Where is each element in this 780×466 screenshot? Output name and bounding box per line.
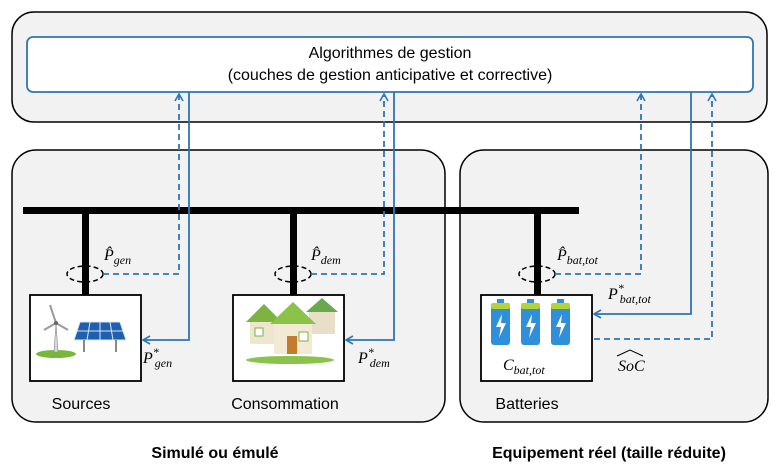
bus-link-sources [82, 214, 89, 295]
label-c-bat: Cbat,tot [503, 357, 545, 377]
algorithms-subtitle: (couches de gestion anticipative et corr… [228, 67, 553, 84]
solar-panel-icon [73, 321, 127, 352]
batteries-label: Batteries [495, 396, 558, 413]
label-p-dem-star: P*dem [357, 345, 390, 370]
bus-link-consommation [290, 214, 297, 295]
battery-icon [491, 299, 570, 345]
real-equipment-caption: Equipement réel (taille réduite) [492, 445, 726, 462]
label-p-dem-hat: P̂dem [310, 245, 341, 267]
wind-turbine-icon [36, 304, 76, 358]
label-p-gen-hat: P̂gen [103, 245, 131, 267]
sources-label: Sources [52, 396, 111, 413]
algorithms-title: Algorithmes de gestion [309, 45, 472, 62]
measurement-arrow-gen [103, 92, 184, 275]
label-p-bat-star: P*bat,tot [607, 281, 651, 306]
houses-icon [246, 298, 338, 364]
setpoint-arrow-bat [592, 92, 692, 319]
consommation-label: Consommation [231, 396, 339, 413]
simulated-caption: Simulé ou émulé [151, 445, 278, 462]
label-p-bat-hat: P̂bat,tot [556, 245, 598, 267]
label-p-gen-star: P*gen [142, 345, 172, 370]
measurement-arrow-bat [555, 92, 646, 275]
setpoint-arrow-gen [141, 92, 190, 345]
algorithms-box [26, 36, 754, 93]
measurement-arrow-dem [311, 92, 389, 275]
soc-hat-mark [616, 349, 644, 357]
power-bus [23, 207, 579, 214]
label-soc: SoC [618, 358, 645, 375]
setpoint-arrow-dem [344, 92, 395, 345]
bus-link-batteries [534, 214, 541, 295]
soc-measurement-arrow [594, 92, 717, 340]
flow-lines [103, 92, 717, 345]
